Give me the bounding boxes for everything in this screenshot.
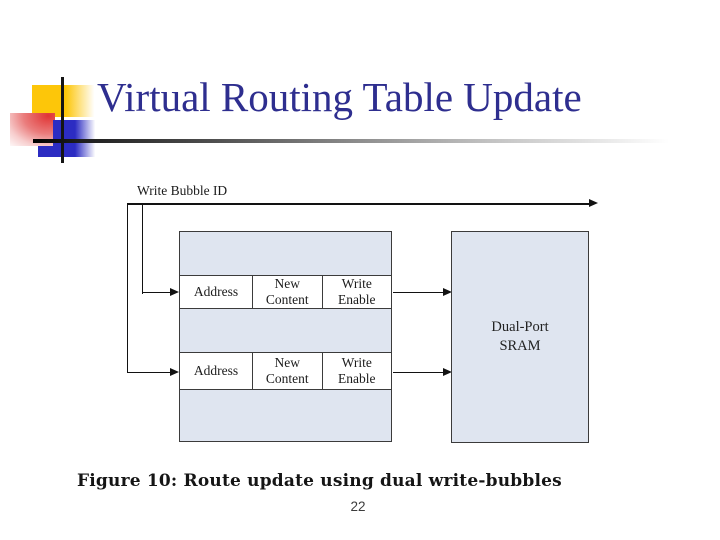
arrow-line-row2-to-sram — [393, 371, 443, 374]
new-content-cell: New Content — [252, 353, 322, 389]
write-bubble-table: Address New Content Write Enable Address… — [179, 231, 392, 442]
bus-line-horizontal — [126, 203, 590, 205]
deco-yellow-square — [32, 85, 97, 117]
deco-blue-square-foot — [38, 146, 54, 157]
arrow-head-to-row2 — [169, 368, 179, 376]
address-cell: Address — [193, 363, 239, 378]
arrow-line-to-row1 — [142, 291, 170, 294]
write-enable-cell: Write Enable — [321, 353, 392, 389]
table-spacer-row — [180, 390, 391, 442]
arrow-head-bus — [589, 199, 598, 208]
figure-caption: Figure 10: Route update using dual write… — [77, 471, 562, 491]
write-enable-cell: Write Enable — [321, 275, 392, 308]
sram-label-line2: SRAM — [499, 338, 541, 354]
deco-blue-square — [53, 120, 97, 157]
arrow-line-row1-to-sram — [393, 291, 443, 294]
branch-line-inner-vertical — [141, 203, 144, 294]
arrow-head-to-row1 — [169, 288, 179, 296]
sram-label-line1: Dual-Port — [491, 319, 549, 335]
title-underline-rule — [33, 139, 669, 143]
table-row: Address New Content Write Enable — [180, 274, 392, 309]
arrow-head-row1-to-sram — [442, 288, 452, 296]
table-row: Address New Content Write Enable — [180, 352, 391, 390]
new-content-cell: New Content — [252, 275, 322, 308]
deco-vertical-line — [61, 77, 64, 163]
arrow-line-to-row2 — [127, 371, 170, 374]
slide-title: Virtual Routing Table Update — [97, 74, 582, 120]
dual-port-sram-box: Dual-Port SRAM — [451, 231, 589, 443]
arrow-head-row2-to-sram — [442, 368, 452, 376]
branch-line-outer-vertical — [126, 203, 129, 373]
page-number: 22 — [350, 499, 366, 514]
table-spacer-row — [180, 309, 391, 353]
table-spacer-row — [180, 232, 391, 275]
address-cell: Address — [193, 283, 239, 299]
write-bubble-id-label: Write Bubble ID — [137, 183, 228, 198]
